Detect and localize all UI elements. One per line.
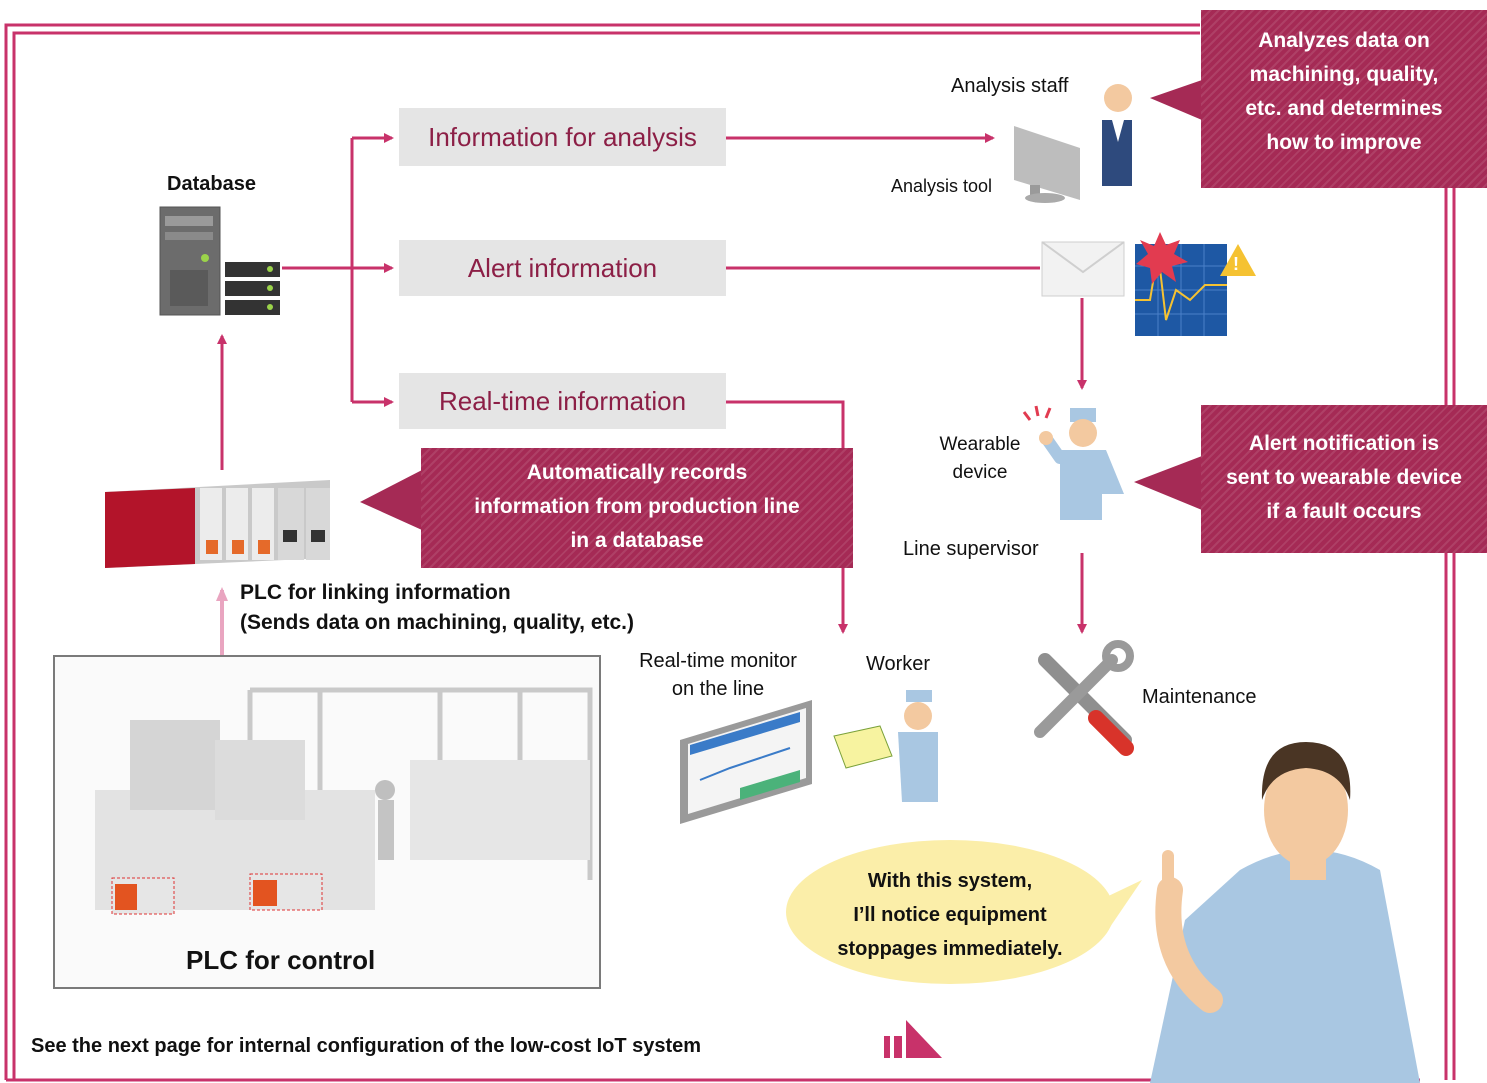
box-realtime-information: Real-time information — [399, 373, 726, 429]
callout-records-line: Automatically records — [526, 461, 748, 484]
label-plc-linking: PLC for linking information (Sends data … — [240, 578, 634, 638]
callout-analyzes-line: how to improve — [1266, 131, 1422, 154]
speech-line: stoppages immediately. — [837, 938, 1063, 960]
callout-tail-alert — [1134, 456, 1202, 510]
plc-link-device — [105, 480, 330, 568]
speech-line: I’ll notice equipment — [853, 904, 1047, 926]
label-wearable-line: device — [952, 462, 1008, 483]
label-analysis-tool: Analysis tool — [891, 176, 993, 196]
label-realtime-monitor: Real-time monitor on the line — [618, 647, 818, 703]
callout-records: Automatically records information from p… — [421, 448, 853, 568]
server-icon — [159, 206, 280, 316]
speech-bubble-text: With this system, I’ll notice equipment … — [800, 864, 1100, 966]
callout-analyzes-line: Analyzes data on — [1258, 29, 1430, 52]
label-realtime-monitor-line: on the line — [671, 678, 765, 700]
label-realtime-monitor-line: Real-time monitor — [639, 650, 797, 672]
analysis-tool-icon — [1014, 126, 1080, 203]
callout-alert-line: sent to wearable device — [1226, 466, 1462, 489]
callout-tail-records — [360, 470, 422, 530]
warning-icon-glyph: ! — [1233, 254, 1239, 274]
label-analysis-staff: Analysis staff — [951, 75, 1069, 97]
callout-analyzes-line: machining, quality, — [1249, 63, 1439, 86]
realtime-monitor-icon — [680, 700, 812, 824]
label-plc-linking-line: PLC for linking information — [240, 581, 511, 604]
label-wearable-device: Wearable device — [930, 431, 1030, 487]
box-information-for-analysis: Information for analysis — [399, 108, 726, 166]
label-maintenance: Maintenance — [1142, 686, 1257, 708]
label-line-supervisor: Line supervisor — [903, 538, 1039, 560]
callout-records-line: information from production line — [474, 495, 800, 518]
flow-arrows — [217, 133, 1087, 634]
callout-tail-analyzes — [1150, 80, 1202, 120]
factory-line-image — [53, 655, 601, 989]
line-supervisor-icon — [1022, 405, 1124, 520]
callout-analyzes: Analyzes data on machining, quality, etc… — [1201, 10, 1487, 188]
callout-alert-line: if a fault occurs — [1266, 500, 1422, 523]
callout-analyzes-line: etc. and determines — [1245, 97, 1443, 120]
label-plc-control: PLC for control — [186, 945, 376, 975]
worker-icon — [833, 690, 938, 802]
box-alert-information: Alert information — [399, 240, 726, 296]
alert-chart-icon — [1135, 232, 1227, 336]
next-page-arrow-icon — [884, 1020, 942, 1058]
speech-line: With this system, — [867, 870, 1033, 892]
maintenance-tools-icon — [1034, 640, 1134, 756]
label-plc-linking-line: (Sends data on machining, quality, etc.) — [240, 611, 634, 634]
mail-icon — [1041, 241, 1125, 297]
callout-records-line: in a database — [570, 529, 704, 552]
warning-icon — [1220, 244, 1256, 276]
footer-next-page-link[interactable]: See the next page for internal configura… — [31, 1035, 702, 1057]
label-wearable-line: Wearable — [939, 434, 1021, 455]
presenter-illustration — [1150, 742, 1420, 1083]
callout-alert-line: Alert notification is — [1248, 432, 1440, 455]
label-database: Database — [167, 173, 256, 195]
label-worker: Worker — [866, 653, 931, 675]
analysis-staff-icon — [1102, 84, 1132, 186]
page-frame — [4, 23, 1456, 1082]
callout-alert: Alert notification is sent to wearable d… — [1201, 405, 1487, 553]
speech-bubble — [786, 840, 1142, 984]
